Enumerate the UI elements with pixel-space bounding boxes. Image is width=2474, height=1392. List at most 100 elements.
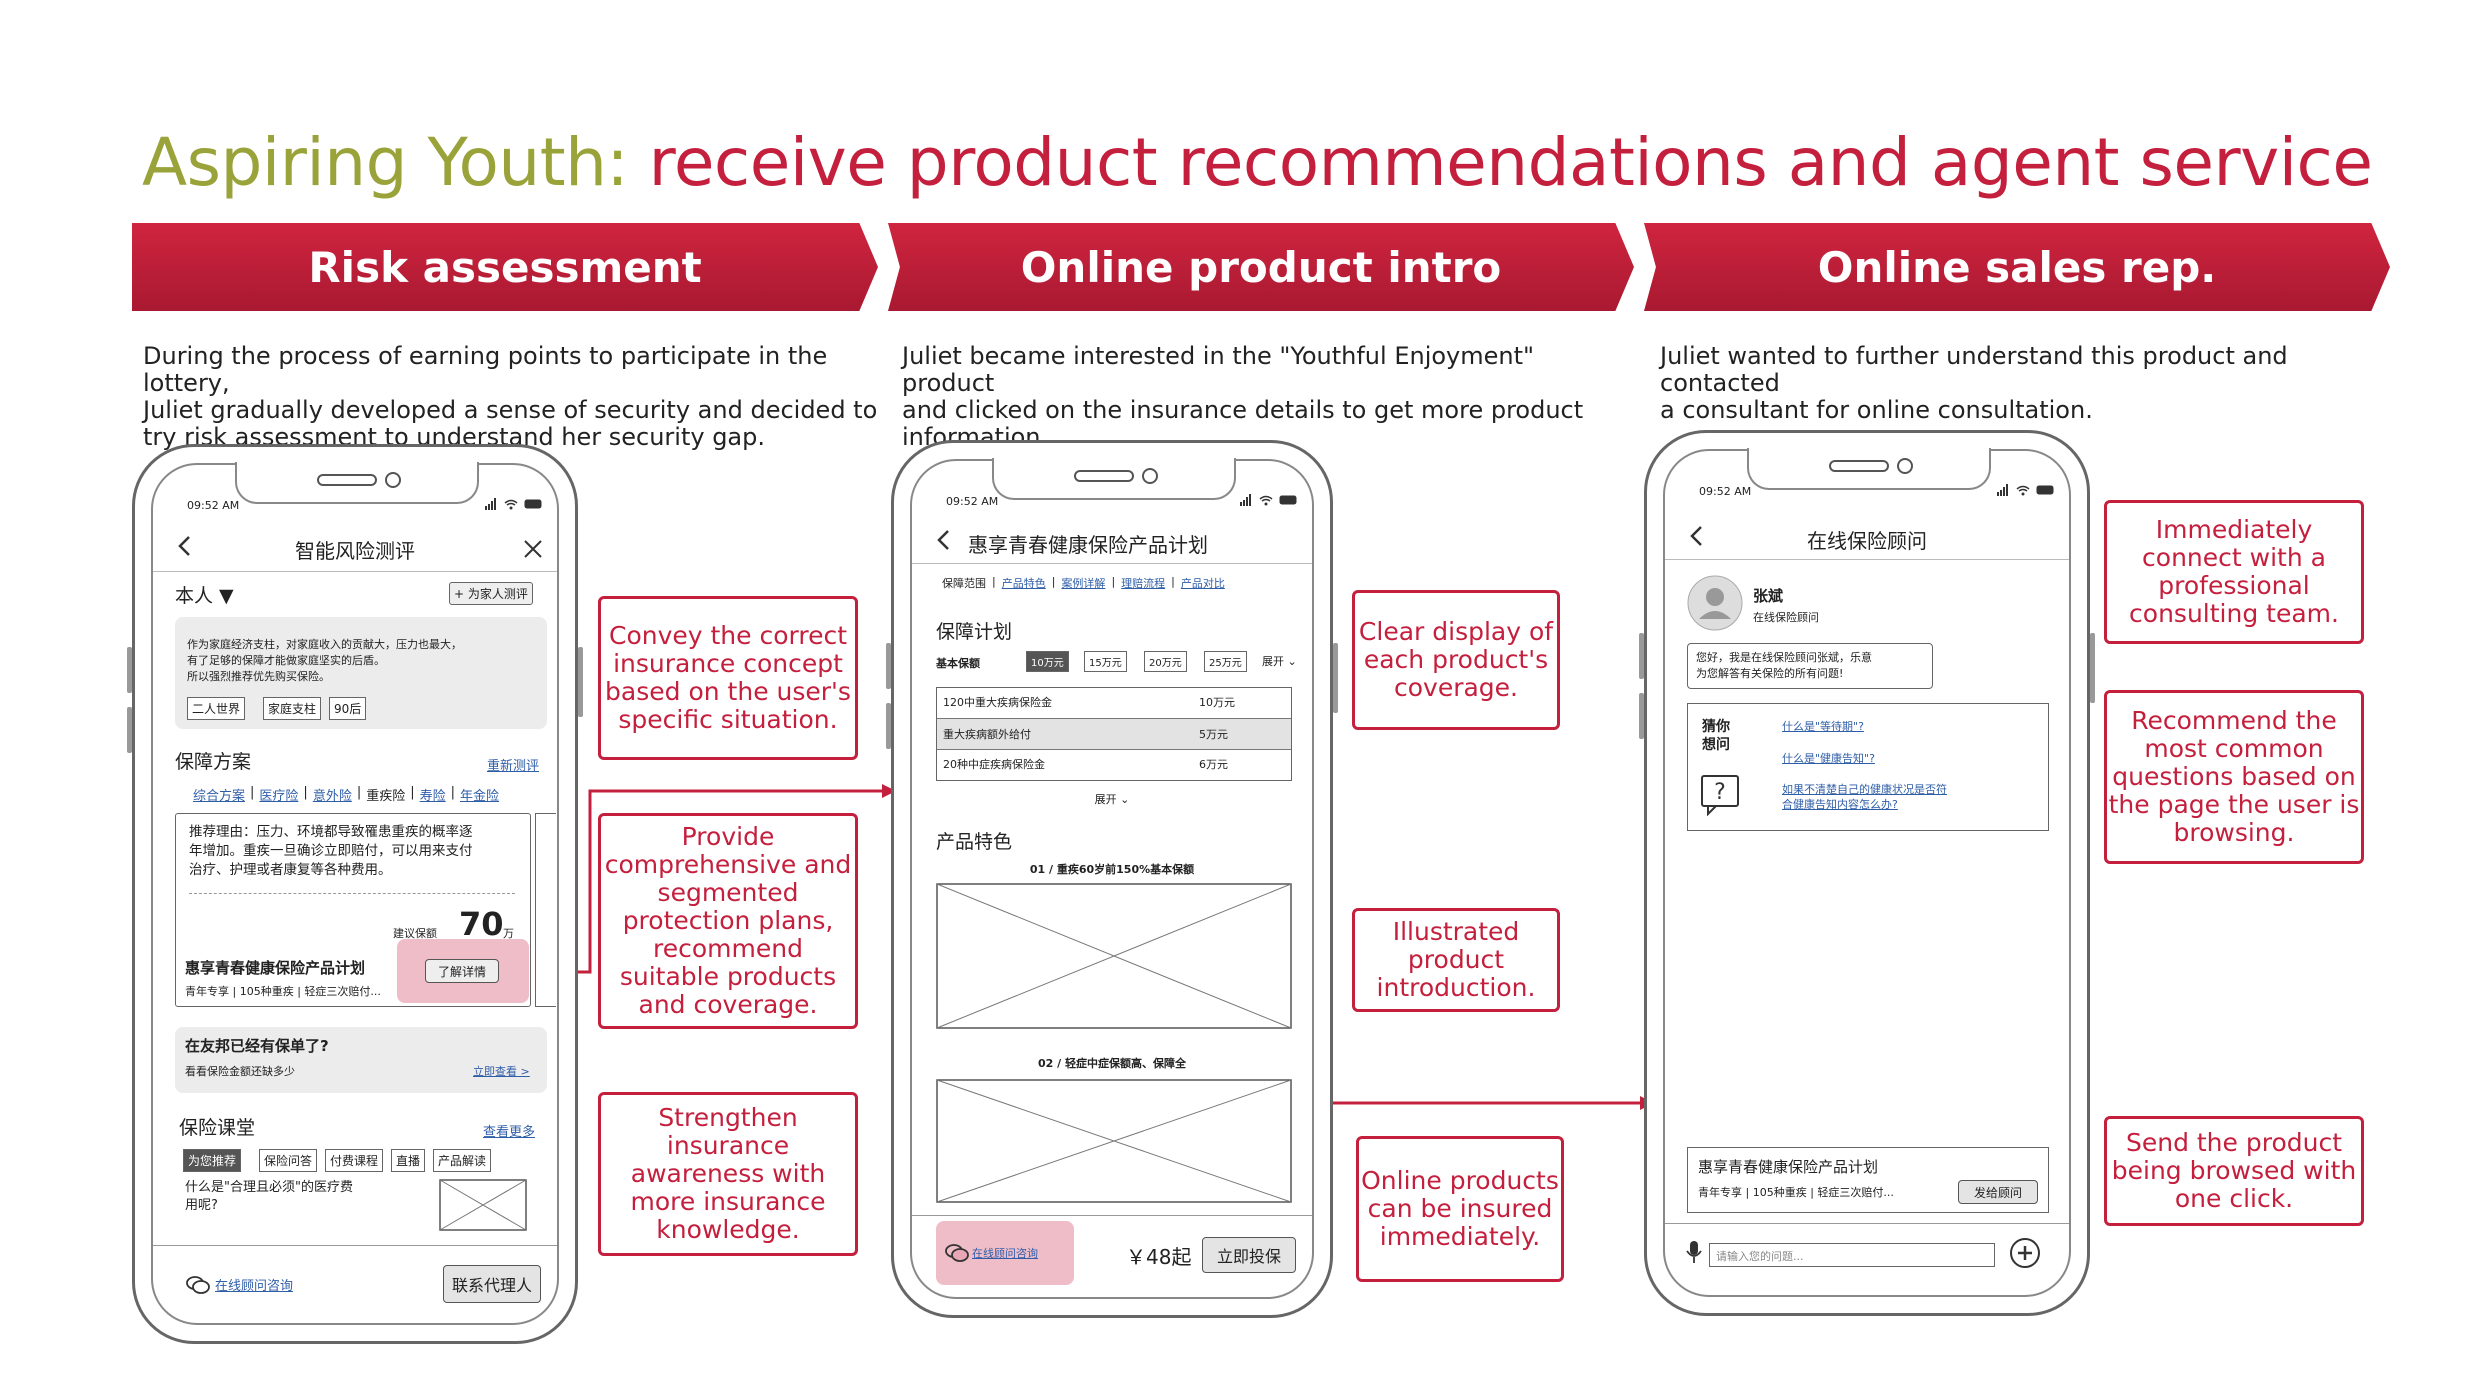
bottom-divider <box>912 1215 1312 1216</box>
contact-agent-button[interactable]: 联系代理人 <box>443 1265 541 1303</box>
feature-1-image-placeholder <box>936 883 1292 1029</box>
side-button <box>886 643 891 689</box>
table-expand-button[interactable]: 展开 ⌄ <box>1094 793 1130 806</box>
suggested-unit: 万 <box>503 927 514 940</box>
note-illustrated-intro: Illustrated product introduction. <box>1352 908 1560 1012</box>
phone-notch <box>235 462 479 504</box>
phone-screen: 09:52 AM 智能风险测评 本人 ▼ + 为家人测评 作为家庭经济支柱，对家… <box>151 462 559 1325</box>
avatar-icon[interactable] <box>1687 575 1743 631</box>
side-button <box>1639 693 1644 739</box>
phone-screen: 09:52 AM 在线保险顾问 张斌 在线保险顾问 您好，我是在线保险顾问张斌，… <box>1663 448 2071 1297</box>
amount-option[interactable]: 25万元 <box>1204 651 1247 672</box>
add-family-button[interactable]: + 为家人测评 <box>449 582 533 605</box>
consult-link[interactable]: 在线顾问咨询 <box>215 1279 294 1294</box>
chat-icon[interactable] <box>185 1275 211 1295</box>
amount-option[interactable]: 20万元 <box>1144 651 1187 672</box>
plan-card <box>175 813 531 1007</box>
suggested-question[interactable]: 什么是"等待期"? <box>1782 720 1864 733</box>
class-tab[interactable]: 付费课程 <box>325 1149 384 1172</box>
see-more-link[interactable]: 查看更多 <box>483 1125 536 1140</box>
price-label: ￥48起 <box>1126 1245 1192 1269</box>
bottom-divider <box>153 1245 557 1246</box>
stage-desc-risk: During the process of earning points to … <box>143 342 878 451</box>
plan-tab[interactable]: 年金险 <box>460 789 500 804</box>
plan-tab-active[interactable]: 重疾险 <box>366 789 406 804</box>
product-tabs: 保障范围| 产品特色| 案例详解| 理赔流程| 产品对比 <box>942 575 1225 590</box>
class-question[interactable]: 什么是"合理且必须"的医疗费 用呢? <box>185 1180 353 1213</box>
profile-intro: 作为家庭经济支柱，对家庭收入的贡献大，压力也最大， 有了足够的保障才能做家庭坚实… <box>187 638 462 683</box>
product-name: 惠享青春健康保险产品计划 <box>185 959 366 977</box>
basic-amount-label: 基本保额 <box>936 657 980 670</box>
feature-2-title: 02 / 轻症中症保额高、保障全 <box>1038 1057 1186 1070</box>
stage-label: Online product intro <box>1020 242 1502 292</box>
product-tab[interactable]: 产品特色 <box>1001 577 1046 590</box>
product-tab[interactable]: 案例详解 <box>1061 577 1106 590</box>
expand-button[interactable]: 展开 ⌄ <box>1262 655 1297 668</box>
mic-icon[interactable] <box>1685 1239 1703 1265</box>
side-button <box>1333 643 1338 713</box>
feature-1-title: 01 / 重疾60岁前150%基本保额 <box>1029 863 1195 876</box>
send-to-advisor-button[interactable]: 发给顾问 <box>1958 1180 2038 1204</box>
suggested-question[interactable]: 什么是"健康告知"? <box>1782 752 1875 765</box>
coverage-row-bg <box>937 718 1291 750</box>
chat-icon[interactable] <box>944 1243 970 1263</box>
product-tab[interactable]: 理赔流程 <box>1121 577 1166 590</box>
back-icon[interactable] <box>936 529 952 551</box>
class-tab[interactable]: 直播 <box>391 1149 426 1172</box>
back-icon[interactable] <box>1689 525 1705 547</box>
product-tab-active[interactable]: 保障范围 <box>942 577 986 590</box>
plus-icon[interactable] <box>2009 1237 2041 1269</box>
side-button <box>2090 633 2095 703</box>
phone-product-intro: 09:52 AM 惠享青春健康保险产品计划 保障范围| 产品特色| 案例详解| … <box>886 440 1338 1318</box>
stage-banner-risk: Risk assessment <box>132 223 878 311</box>
guess-label: 猜你 想问 <box>1702 719 1730 753</box>
screen-header-title: 智能风险测评 <box>295 539 415 563</box>
product-subtitle: 青年专享 | 105种重疾 | 轻症三次赔付... <box>1698 1186 1894 1199</box>
class-tab[interactable]: 保险问答 <box>259 1149 318 1172</box>
status-time: 09:52 AM <box>1699 485 1752 498</box>
phone-online-sales: 09:52 AM 在线保险顾问 张斌 在线保险顾问 您好，我是在线保险顾问张斌，… <box>1639 430 2095 1316</box>
consult-link[interactable]: 在线顾问咨询 <box>972 1247 1038 1260</box>
amount-option[interactable]: 15万元 <box>1084 651 1127 672</box>
check-now-link[interactable]: 立即查看 > <box>473 1065 530 1078</box>
amount-option-active[interactable]: 10万元 <box>1026 651 1069 672</box>
class-tab-active[interactable]: 为您推荐 <box>183 1149 242 1172</box>
message-input[interactable]: 请输入您的问题... <box>1709 1243 1995 1267</box>
title-main: receive product recommendations and agen… <box>648 124 2373 201</box>
status-icons <box>1997 484 2054 496</box>
profile-tag: 家庭支柱 <box>263 697 322 720</box>
retest-link[interactable]: 重新测评 <box>487 759 540 774</box>
header-divider <box>153 571 557 572</box>
coverage-row-name: 20种中症疾病保险金 <box>943 758 1045 771</box>
status-time: 09:52 AM <box>946 495 999 508</box>
suggested-question[interactable]: 如果不清楚自己的健康状况是否符 合健康告知内容怎么办? <box>1782 783 1947 811</box>
stage-banner-intro: Online product intro <box>888 223 1634 311</box>
detail-button[interactable]: 了解详情 <box>425 959 499 983</box>
side-button <box>578 647 583 717</box>
plan-tab[interactable]: 意外险 <box>312 789 352 804</box>
policy-card[interactable] <box>175 1027 547 1093</box>
phone-screen: 09:52 AM 惠享青春健康保险产品计划 保障范围| 产品特色| 案例详解| … <box>910 458 1314 1299</box>
back-icon[interactable] <box>177 535 193 557</box>
plan-tab[interactable]: 综合方案 <box>193 789 246 804</box>
suggested-label: 建议保额 <box>393 927 437 940</box>
note-protection-plans: Provide comprehensive and segmented prot… <box>598 813 858 1029</box>
plan-tab[interactable]: 寿险 <box>419 789 446 804</box>
buy-now-button[interactable]: 立即投保 <box>1202 1237 1296 1273</box>
product-name: 惠享青春健康保险产品计划 <box>1698 1158 1879 1176</box>
self-selector[interactable]: 本人 ▼ <box>175 585 234 607</box>
plan-tab[interactable]: 医疗险 <box>259 789 299 804</box>
class-tab[interactable]: 产品解读 <box>433 1149 492 1172</box>
coverage-row-name: 120中重大疾病保险金 <box>943 696 1052 709</box>
note-send-product: Send the product being browsed with one … <box>2104 1116 2364 1226</box>
note-connect-team: Immediately connect with a professional … <box>2104 500 2364 644</box>
svg-text:?: ? <box>1714 780 1726 805</box>
arrow-head <box>882 784 896 798</box>
stage-banner-sales: Online sales rep. <box>1644 223 2390 311</box>
product-tab[interactable]: 产品对比 <box>1180 577 1225 590</box>
status-icons <box>485 498 542 510</box>
coverage-row-name: 重大疾病额外给付 <box>943 728 1031 741</box>
close-icon[interactable] <box>523 539 543 559</box>
profile-tag: 90后 <box>329 697 367 720</box>
feature-2-image-placeholder <box>936 1079 1292 1203</box>
